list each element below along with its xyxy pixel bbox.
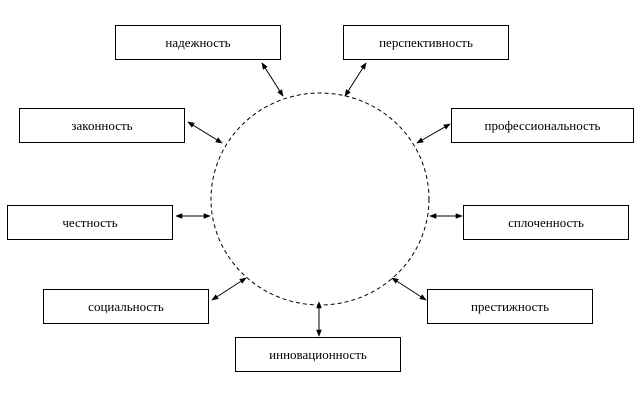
node-legality: законность (19, 108, 185, 143)
arrow-reliability (261, 62, 284, 97)
arrow-sociality (211, 277, 247, 301)
node-label: законность (71, 117, 133, 133)
node-label: сплоченность (508, 214, 584, 230)
arrow-professionalism (416, 123, 451, 144)
node-reliability: надежность (115, 25, 281, 60)
arrow-prestige (391, 277, 427, 301)
node-label: социальность (88, 298, 164, 314)
node-label: профессиональность (484, 117, 601, 133)
arrow-legality (187, 121, 223, 144)
node-perspective: перспективность (343, 25, 509, 60)
node-label: престижность (470, 298, 550, 314)
node-professionalism: профессиональность (451, 108, 634, 143)
node-prestige: престижность (427, 289, 593, 324)
node-label: инновационность (269, 346, 367, 362)
center-circle (210, 92, 430, 306)
node-cohesion: сплоченность (463, 205, 629, 240)
node-innovation: инновационность (235, 337, 401, 372)
node-honesty: честность (7, 205, 173, 240)
node-label: надежность (165, 34, 231, 50)
arrow-perspective (344, 62, 367, 97)
node-label: перспективность (379, 34, 473, 50)
node-label: честность (62, 214, 118, 230)
node-sociality: социальность (43, 289, 209, 324)
